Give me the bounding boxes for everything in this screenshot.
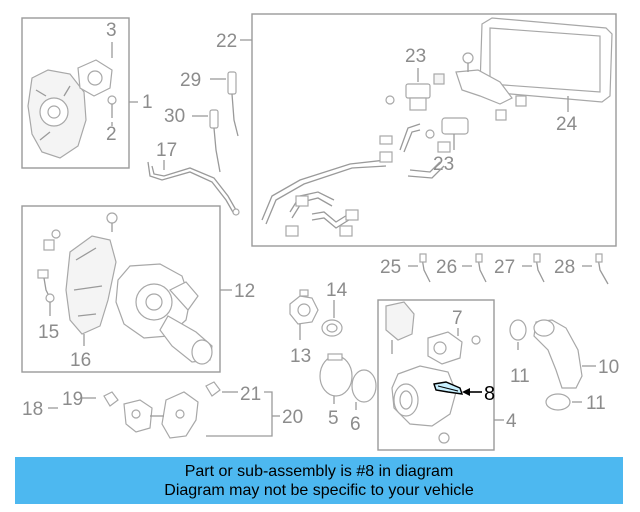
callout-8: 8 [484,383,495,405]
callout-1: 1 [142,92,153,113]
group-box-4 [377,299,495,451]
clamp-part-13 [289,289,319,340]
callout-11b: 11 [586,393,606,414]
clip-part-25 [408,253,431,283]
clamp-part-5 [319,353,353,404]
callout-2: 2 [106,124,117,145]
bolts-box-12 [43,212,118,251]
callout-4: 4 [506,411,517,432]
callout-3: 3 [106,20,117,41]
callout-27: 27 [494,257,515,278]
turbo-assembly [115,263,213,365]
bracket-assembly [441,52,527,150]
callout-17: 17 [156,140,177,161]
callout-12: 12 [234,281,255,302]
bolt-part-2 [107,95,117,118]
callout-21: 21 [240,384,261,405]
housing-part-4 [391,365,457,444]
coolant-hoses [261,123,451,237]
callout-18: 18 [22,399,43,420]
banner-line-2: Diagram may not be specific to your vehi… [164,481,474,499]
callout-10: 10 [598,357,619,378]
callout-11a: 11 [510,366,530,387]
gasket-part-6 [351,369,377,410]
callout-13: 13 [290,346,311,367]
banner-line-1: Part or sub-assembly is #8 in diagram [184,462,454,480]
group-box-12 [21,205,221,373]
actuator-part-7 [427,328,481,365]
valve-part-23a [385,68,445,111]
gasket-part-3 [77,59,113,97]
callout-26: 26 [436,257,457,278]
callout-22: 22 [216,31,237,52]
sensor-part-30 [192,109,221,173]
part-8-highlighted [433,381,482,396]
callout-29: 29 [180,70,201,91]
callout-16: 16 [70,350,91,371]
callout-14: 14 [326,280,348,301]
callout-23b: 23 [433,154,454,175]
cooler-part-24 [479,17,613,112]
callout-20: 20 [282,407,303,428]
info-banner: Part or sub-assembly is #8 in diagram Di… [15,457,623,504]
callout-7: 7 [452,308,463,329]
seal-part-14 [321,300,343,337]
cover-part-9 [385,301,415,354]
clip-part-27 [522,253,545,283]
clamp-part-11b [545,393,582,411]
callout-24: 24 [556,114,578,135]
group-box-22 [251,13,617,247]
callout-19: 19 [62,389,83,410]
nut-part-21 [205,381,238,397]
callout-30: 30 [164,106,185,127]
group-box-1 [21,17,130,169]
bracket-part-20 [103,391,199,439]
callout-28: 28 [554,257,575,278]
seal-part-11a [509,319,527,350]
clip-part-28 [582,253,609,285]
callout-23a: 23 [405,46,426,67]
callout-6: 6 [350,414,361,435]
bracket-part-15 [37,269,55,316]
callout-25: 25 [380,257,401,278]
callout-5: 5 [328,408,339,429]
parts-diagram: 3 2 1 29 30 17 22 24 23 [21,13,619,451]
sensor-part-29 [210,71,239,137]
housing-part-1 [27,69,87,159]
heat-shield-part-16 [65,235,117,346]
line-part-17 [147,160,240,216]
callout-15: 15 [38,322,59,343]
pipe-part-10 [533,319,596,389]
clip-part-26 [462,253,487,283]
